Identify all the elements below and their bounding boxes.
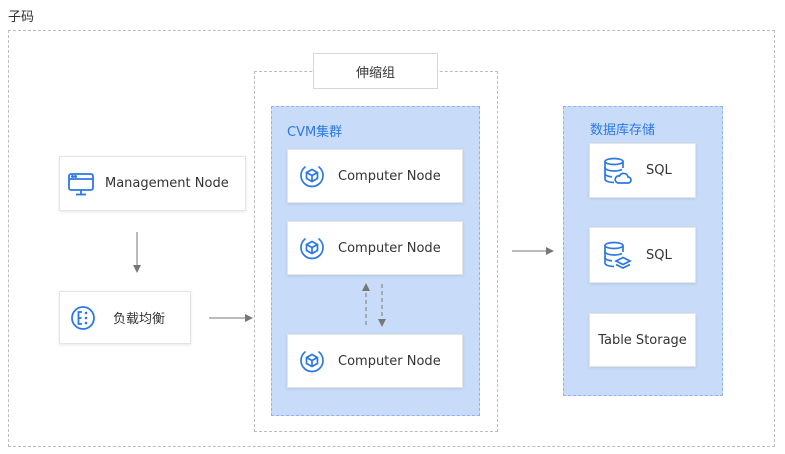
outer-boundary <box>8 30 775 447</box>
cube-node-icon <box>298 234 326 262</box>
load-balancer-label: 负载均衡 <box>113 312 166 327</box>
computer-node-2-label: Computer Node <box>338 240 441 256</box>
computer-node-1[interactable]: Computer Node <box>287 149 463 203</box>
sql-node-1-label: SQL <box>646 163 672 178</box>
scaling-group-label: 伸缩组 <box>313 53 438 89</box>
sql-node-1[interactable]: SQL <box>589 143 696 198</box>
sql-node-2[interactable]: SQL <box>589 227 696 283</box>
table-storage-node[interactable]: Table Storage <box>589 313 696 367</box>
cvm-cluster-title: CVM集群 <box>287 125 343 140</box>
management-node[interactable]: Management Node <box>59 156 246 211</box>
computer-node-2[interactable]: Computer Node <box>287 221 463 275</box>
computer-node-3-label: Computer Node <box>338 353 441 369</box>
monitor-icon <box>67 170 95 198</box>
load-balancer-node[interactable]: 负载均衡 <box>59 291 191 344</box>
scaling-group-label-text: 伸缩组 <box>355 65 395 81</box>
table-storage-label: Table Storage <box>598 332 687 348</box>
load-balancer-icon <box>70 305 96 331</box>
management-node-label: Management Node <box>105 176 229 191</box>
database-cloud-icon <box>602 156 632 186</box>
computer-node-3[interactable]: Computer Node <box>287 334 463 388</box>
database-storage-title: 数据库存储 <box>590 123 656 138</box>
sql-node-2-label: SQL <box>646 247 672 263</box>
computer-node-1-label: Computer Node <box>338 168 441 184</box>
cube-node-icon <box>298 347 326 375</box>
cube-node-icon <box>298 162 326 190</box>
diagram-title: 子码 <box>8 10 35 25</box>
database-layers-icon <box>602 240 632 270</box>
